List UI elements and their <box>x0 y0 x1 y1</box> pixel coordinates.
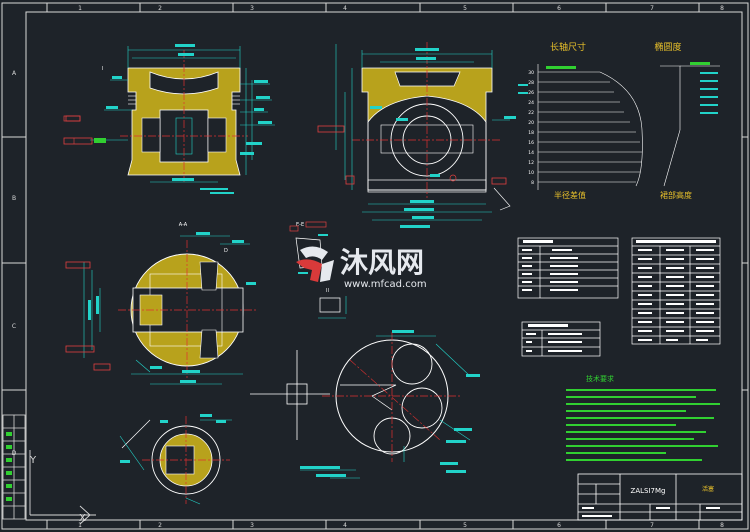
y-tick-24: 24 <box>528 100 534 106</box>
zone-bottom-1: 1 <box>78 522 82 529</box>
skirt-profile-graph: 长轴尺寸 椭圆度 半径差值 裙部高度 8 10 12 14 16 18 20 2… <box>518 41 720 200</box>
graph-title-right: 椭圆度 <box>654 41 681 53</box>
y-tick-18: 18 <box>528 130 534 136</box>
y-tick-16: 16 <box>528 140 534 146</box>
y-tick-26: 26 <box>528 90 534 96</box>
zone-bottom-7: 7 <box>650 522 654 529</box>
zone-top-4: 4 <box>343 5 347 12</box>
size-group-table <box>517 237 619 299</box>
revision-strip-marks <box>6 432 12 501</box>
ucs-crosshair-icon <box>250 350 330 440</box>
detail-e-e-view: E-E II <box>295 221 347 319</box>
zone-top-5: 5 <box>463 5 467 12</box>
ovality-data-table <box>631 237 721 345</box>
zone-side-c: C <box>12 323 16 330</box>
zone-side-b: B <box>12 195 16 202</box>
label-section-e-e: E-E <box>296 222 304 228</box>
piston-section-view-left: I <box>63 44 275 194</box>
zone-bottom-2: 2 <box>158 522 162 529</box>
zone-top-1: 1 <box>78 5 82 12</box>
y-tick-20: 20 <box>528 120 534 126</box>
y-tick-30: 30 <box>528 70 534 76</box>
title-block-name: 活塞 <box>702 485 714 493</box>
y-tick-12: 12 <box>528 160 534 166</box>
zone-bottom-6: 6 <box>557 522 561 529</box>
zone-top-8: 8 <box>720 5 724 12</box>
y-tick-14: 14 <box>528 150 534 156</box>
mfcad-logo-icon <box>296 246 334 282</box>
notes-title: 技术要求 <box>586 374 614 383</box>
technical-requirements-notes: 技术要求 <box>566 374 720 461</box>
ucs-x-label: X <box>79 513 86 524</box>
zone-top-3: 3 <box>250 5 254 12</box>
y-tick-28: 28 <box>528 80 534 86</box>
mfcad-watermark: 沐风网 www.mfcad.com <box>296 246 427 290</box>
zone-bottom-3: 3 <box>250 522 254 529</box>
zone-side-a: A <box>12 70 17 77</box>
label-detail-i: I <box>102 66 103 72</box>
detail-ii-small <box>319 297 341 313</box>
graph-y-tick-labels: 8 10 12 14 16 18 20 22 24 26 28 30 <box>528 70 534 186</box>
zone-bottom-5: 5 <box>463 522 467 529</box>
zone-top-2: 2 <box>158 5 162 12</box>
graph-title: 长轴尺寸 <box>550 41 586 53</box>
frame-zone-labels: 1 2 3 4 5 6 7 8 1 2 3 4 5 6 7 8 A B C D <box>12 5 724 529</box>
zone-bottom-4: 4 <box>343 522 347 529</box>
y-tick-8: 8 <box>531 180 534 186</box>
graph-label-skirt-height: 裙部高度 <box>660 190 692 200</box>
title-block <box>577 473 743 521</box>
graph-label-radius-difference: 半径差值 <box>554 190 586 200</box>
ucs-axis-icon <box>29 450 96 525</box>
zone-top-7: 7 <box>650 5 654 12</box>
ucs-y-label: Y <box>29 455 37 466</box>
watermark-brand-text: 沐风网 <box>340 246 424 279</box>
piston-section-view-center <box>317 42 516 228</box>
label-detail-ii: II <box>326 288 329 294</box>
revision-strip <box>2 414 26 520</box>
piston-bottom-view <box>300 330 480 479</box>
zone-top-6: 6 <box>557 5 561 12</box>
pin-bore-group-table <box>521 321 601 357</box>
piston-plan-section-view: A-A D <box>65 222 258 385</box>
y-tick-22: 22 <box>528 110 534 116</box>
label-section-a-a: A-A <box>179 222 188 228</box>
zone-bottom-8: 8 <box>720 522 724 529</box>
label-view-d: D <box>224 248 228 254</box>
title-block-drawing-code: ZALSI7Mg <box>631 487 666 495</box>
y-tick-10: 10 <box>528 170 534 176</box>
pin-boss-detail-view <box>119 414 232 505</box>
watermark-url: www.mfcad.com <box>344 279 427 290</box>
skirt-profile-curve <box>599 71 643 187</box>
